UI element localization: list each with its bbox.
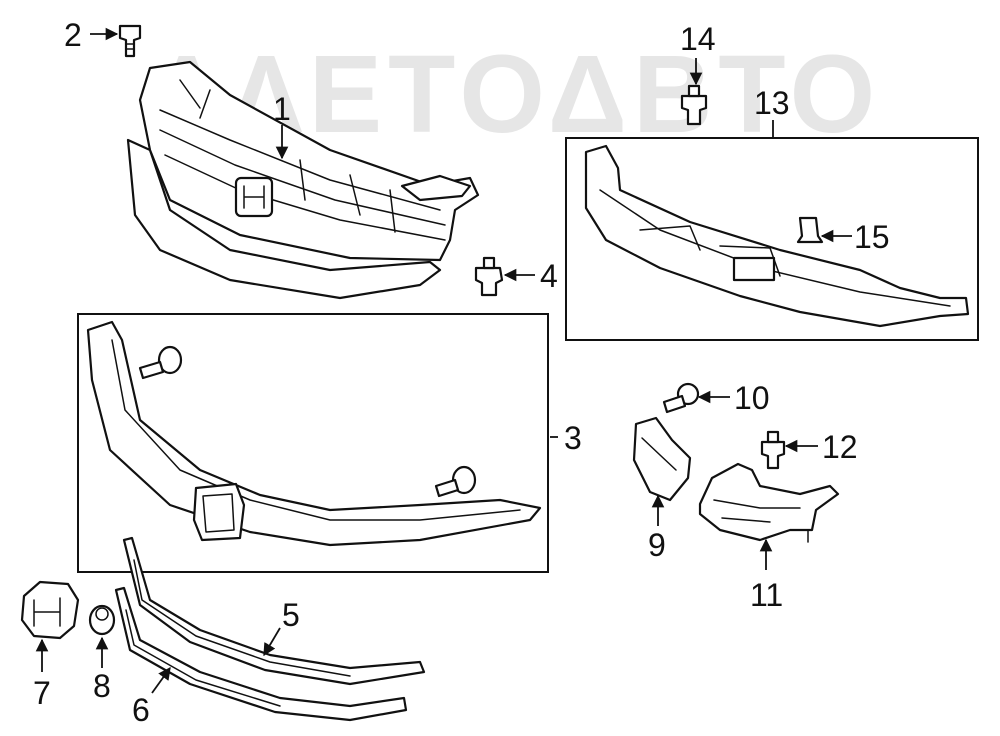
callout-14: 14	[680, 21, 716, 57]
callout-8: 8	[93, 668, 111, 704]
callout-15: 15	[854, 219, 890, 255]
callout-2: 2	[64, 17, 82, 53]
callout-13: 13	[754, 85, 790, 121]
callout-12: 12	[822, 429, 858, 465]
callout-3: 3	[564, 420, 582, 456]
screw-3a	[138, 345, 183, 380]
callout-4: 4	[540, 258, 558, 294]
pin-15	[796, 216, 824, 244]
lower-molding-5	[122, 536, 426, 686]
callout-10: 10	[734, 380, 770, 416]
clip-4	[474, 256, 504, 297]
callout-1: 1	[273, 91, 291, 127]
clip-14	[680, 84, 708, 126]
callout-6: 6	[132, 692, 150, 728]
screw-3b	[434, 465, 477, 498]
grommet-8	[88, 604, 116, 636]
upper-support	[584, 144, 970, 328]
upper-support-frame	[565, 137, 979, 341]
screw-10	[662, 382, 700, 414]
callout-11: 11	[750, 577, 783, 613]
emblem-7	[20, 580, 80, 640]
bracket-9	[632, 416, 692, 502]
molding-group-frame	[77, 313, 549, 573]
bracket-11	[698, 462, 840, 543]
clip-2	[118, 24, 142, 58]
lower-molding-6	[114, 586, 408, 722]
grille-assembly	[126, 60, 480, 300]
callout-9: 9	[648, 527, 666, 563]
clip-12	[760, 430, 786, 470]
upper-molding	[86, 320, 542, 547]
callout-5: 5	[282, 597, 300, 633]
callout-7: 7	[33, 675, 51, 711]
leader-lines	[35, 27, 852, 694]
